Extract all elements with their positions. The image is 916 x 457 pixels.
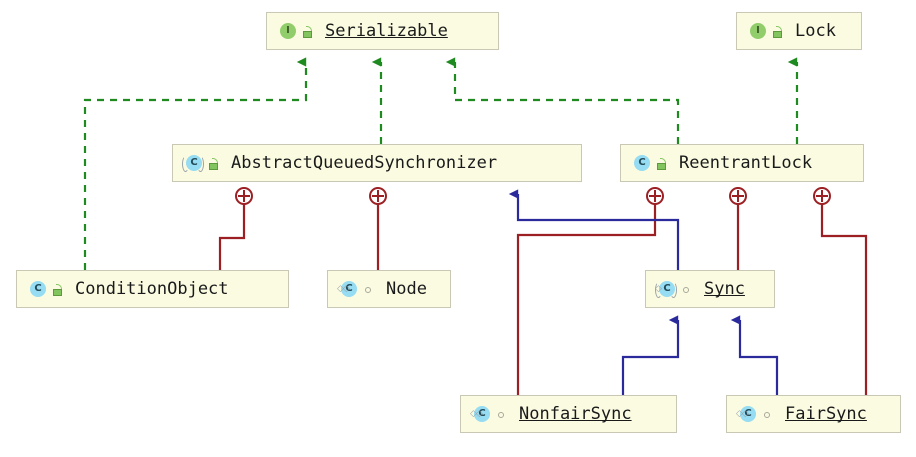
public-lock-icon: [301, 24, 314, 39]
class-name-label: ConditionObject: [75, 279, 229, 299]
edge-aqs-inner-condition-object: [218, 187, 253, 270]
interface-icon: I: [276, 20, 298, 42]
edge-sync-extends-aqs: [508, 189, 680, 270]
class-node-reentrant-lock[interactable]: C ReentrantLock: [620, 144, 864, 182]
static-class-icon: C◇◇: [470, 403, 492, 425]
class-name-label: Node: [386, 279, 427, 299]
class-node-fair-sync[interactable]: C◇◇ FairSync: [726, 395, 901, 433]
interface-icon: I: [746, 20, 768, 42]
package-private-icon: [680, 282, 693, 297]
class-node-node[interactable]: C◇◇ Node: [327, 270, 451, 308]
edge-reentrant-lock-implements-serializable: [445, 57, 680, 144]
static-class-icon: C◇◇: [736, 403, 758, 425]
edge-aqs-inner-node: [369, 187, 387, 270]
class-name-label: AbstractQueuedSynchronizer: [231, 153, 498, 173]
edge-aqs-inner-nonfair-sync: [516, 187, 664, 395]
public-lock-icon: [207, 156, 220, 171]
public-lock-icon: [771, 24, 784, 39]
package-private-icon: [495, 407, 508, 422]
class-name-label: Lock: [795, 21, 836, 41]
edge-fair-sync-extends-sync: [730, 315, 779, 395]
class-node-sync[interactable]: C ◇ Sync: [645, 270, 775, 308]
public-lock-icon: [655, 156, 668, 171]
public-lock-icon: [51, 282, 64, 297]
edge-reentrant-lock-inner-fair-sync: [813, 187, 868, 395]
package-private-icon: [761, 407, 774, 422]
package-private-icon: [362, 282, 375, 297]
class-name-label: NonfairSync: [519, 404, 632, 424]
class-name-label: Sync: [704, 279, 745, 299]
class-node-serializable[interactable]: I Serializable: [266, 12, 499, 50]
abstract-class-icon: C: [182, 152, 204, 174]
class-icon: C: [630, 152, 652, 174]
static-class-icon: C◇◇: [337, 278, 359, 300]
class-node-condition-object[interactable]: C ConditionObject: [16, 270, 289, 308]
class-name-label: ReentrantLock: [679, 153, 813, 173]
class-name-label: FairSync: [785, 404, 867, 424]
class-node-abstract-queued-synchronizer[interactable]: C AbstractQueuedSynchronizer: [172, 144, 582, 182]
class-node-lock[interactable]: I Lock: [736, 12, 862, 50]
class-icon: C: [26, 278, 48, 300]
abstract-static-class-icon: C ◇: [655, 278, 677, 300]
edge-condition-object-implements-serializable: [83, 57, 308, 270]
class-name-label: Serializable: [325, 21, 448, 41]
edge-nonfair-sync-extends-sync: [621, 315, 680, 395]
edge-reentrant-lock-inner-sync: [729, 187, 747, 270]
class-node-nonfair-sync[interactable]: C◇◇ NonfairSync: [460, 395, 677, 433]
